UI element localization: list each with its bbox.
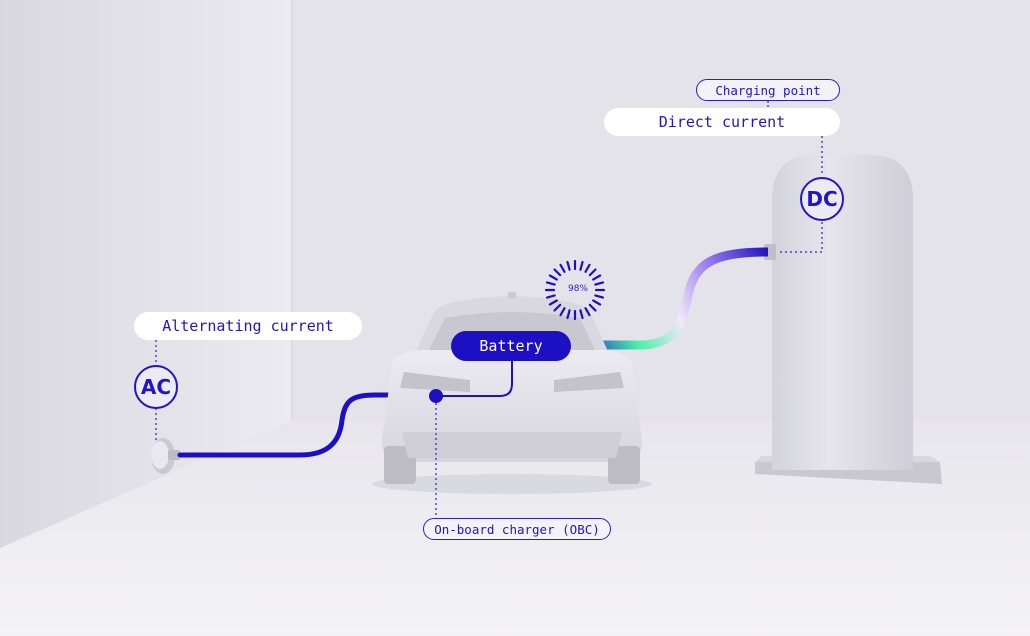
obc-label: On-board charger (OBC) <box>423 518 611 540</box>
spinner-tick <box>592 299 602 306</box>
spinner-tick <box>559 307 566 317</box>
dc-cable <box>570 247 769 350</box>
spinner-tick <box>548 299 558 306</box>
battery-label: Battery <box>451 331 571 361</box>
spinner-tick <box>594 281 605 286</box>
spinner-tick <box>545 281 556 286</box>
spinner-tick <box>566 309 571 320</box>
spinner-tick <box>566 260 571 271</box>
dc-leader-bottom <box>778 222 823 253</box>
side-wall <box>0 0 292 548</box>
charging-station-icon <box>755 155 942 484</box>
obc-link <box>436 360 513 397</box>
ac-badge: AC <box>134 365 178 409</box>
spinner-tick <box>584 263 591 273</box>
spinner-tick <box>594 294 605 299</box>
spinner-tick <box>553 268 562 277</box>
spinner-tick <box>553 303 562 312</box>
spinner-tick <box>592 274 602 281</box>
battery-percentage: 98% <box>567 284 588 294</box>
direct-current-label: Direct current <box>604 108 840 136</box>
dc-badge: DC <box>800 177 844 221</box>
battery-level-spinner-icon <box>544 259 606 321</box>
spinner-tick <box>579 309 584 320</box>
spinner-tick <box>545 294 556 299</box>
spinner-tick <box>588 303 597 312</box>
spinner-tick <box>559 263 566 273</box>
wall-socket-icon <box>151 438 180 474</box>
spinner-tick <box>584 307 591 317</box>
spinner-tick <box>579 260 584 271</box>
ac-cable <box>177 392 439 458</box>
charging-point-label: Charging point <box>696 79 840 101</box>
spinner-tick <box>548 274 558 281</box>
alternating-current-label: Alternating current <box>134 312 362 340</box>
spinner-tick <box>588 268 597 277</box>
